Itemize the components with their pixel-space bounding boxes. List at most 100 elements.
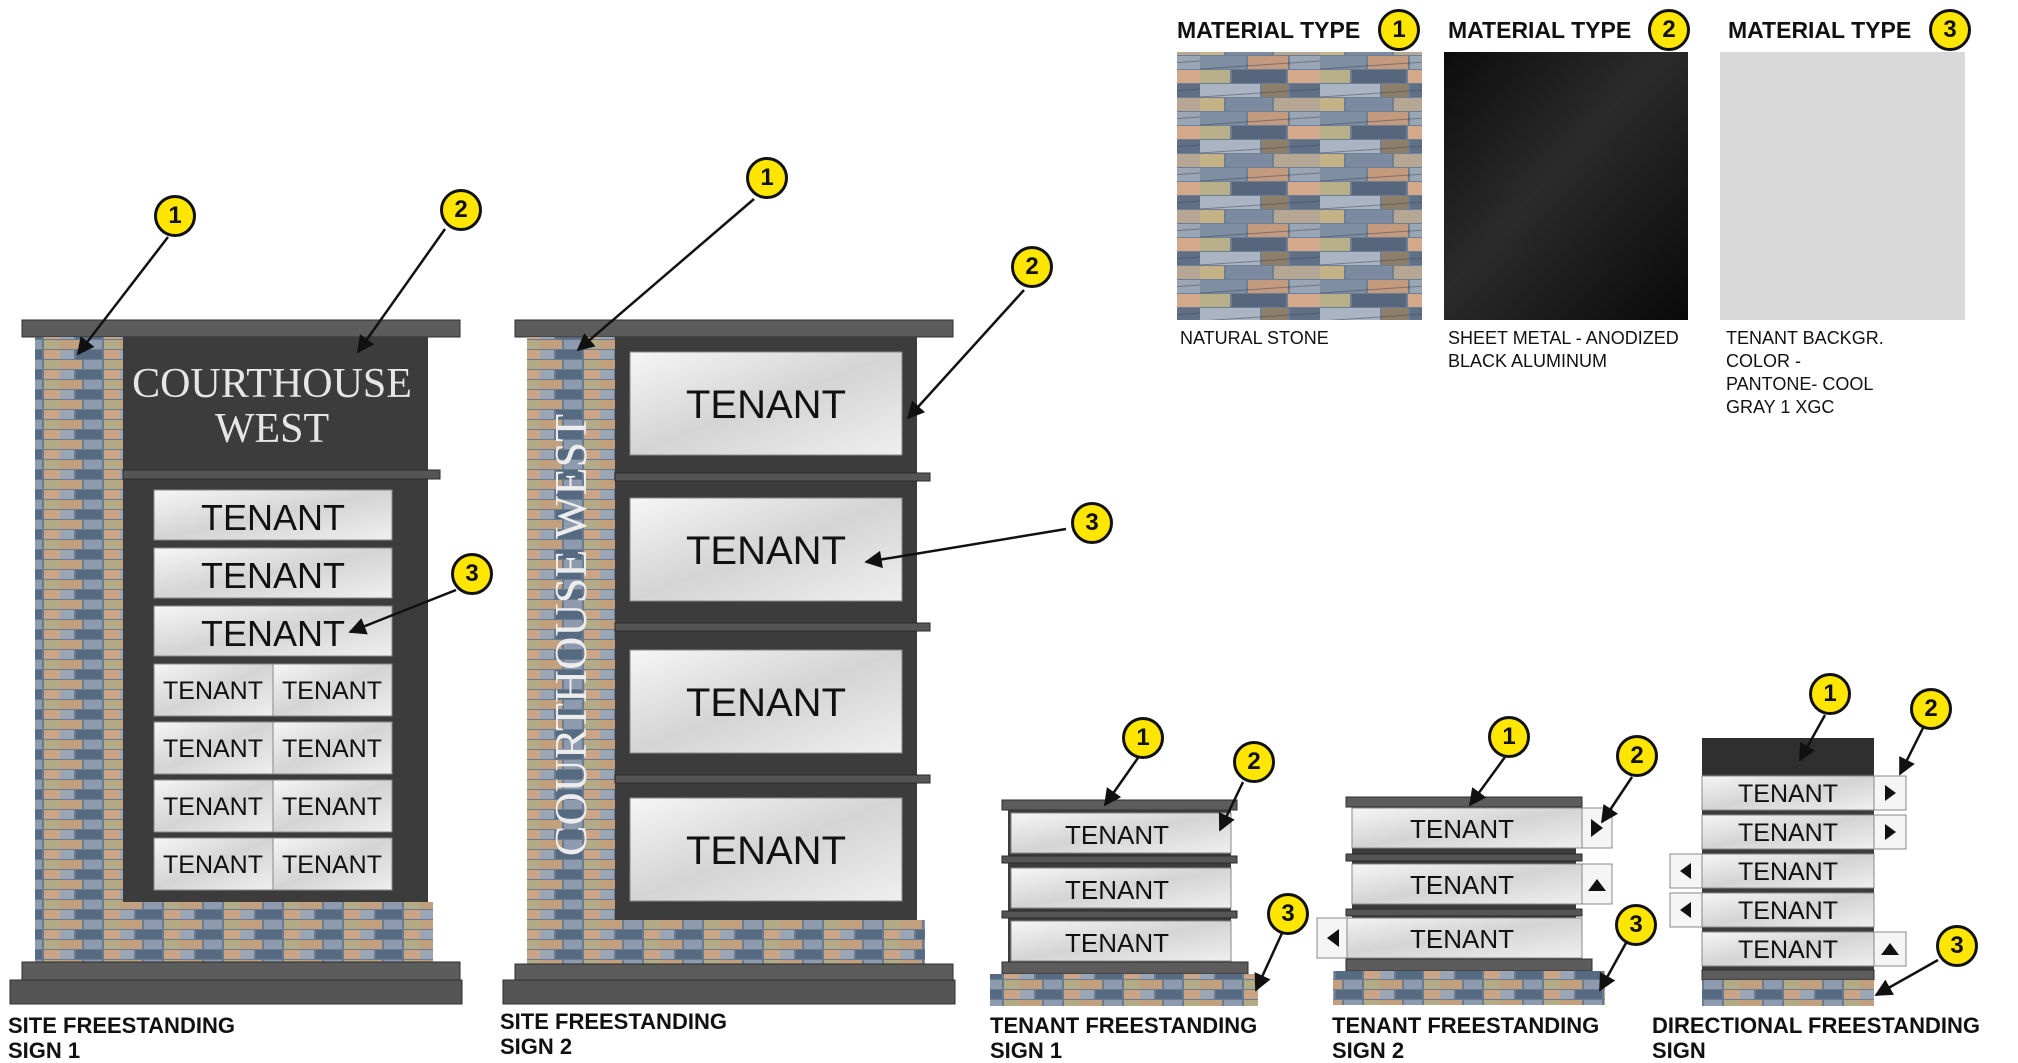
panel-label: TENANT — [1065, 875, 1169, 905]
material-2-badge: 2 — [1648, 9, 1690, 51]
tenant-panel — [1010, 812, 1232, 854]
callout-1: 1 — [746, 157, 788, 199]
directional-freestanding-sign: TENANT TENANT TENANT TENANT TENANT — [1669, 738, 1907, 1006]
panel-label: TENANT — [163, 851, 263, 879]
material-2-description: SHEET METAL - ANODIZED BLACK ALUMINUM — [1448, 327, 1679, 373]
tenant-panel — [629, 649, 903, 754]
tenant-panel — [272, 779, 393, 833]
material-1-description: NATURAL STONE — [1180, 327, 1329, 350]
arrow-right-icon — [1885, 824, 1896, 840]
label-line: DIRECTIONAL FREESTANDING — [1652, 1013, 1980, 1038]
callout-1: 1 — [154, 195, 196, 237]
desc-line: NATURAL STONE — [1180, 328, 1329, 348]
leader-line — [906, 289, 1025, 420]
leader-line — [1598, 942, 1628, 992]
panel-label: TENANT — [163, 793, 263, 821]
black-aluminum-swatch — [1444, 52, 1688, 320]
leader-line — [1254, 930, 1285, 992]
arrow-left-icon — [1680, 863, 1691, 879]
tenant-panel — [153, 837, 274, 891]
tenant-freestanding-sign-1: TENANT TENANT TENANT — [990, 799, 1258, 1006]
plinth — [1001, 961, 1249, 975]
arrow-right-icon — [1591, 819, 1603, 837]
desc-line: COLOR - — [1726, 351, 1802, 371]
tenant-panel — [1316, 917, 1583, 959]
panel-label: TENANT — [1738, 858, 1838, 886]
site-freestanding-sign-1: COURTHOUSE WEST TENANT TENANT TENANT TEN… — [9, 319, 463, 1005]
cap — [1345, 796, 1583, 808]
material-type-3-title: MATERIAL TYPE — [1728, 17, 1912, 43]
panel-label: TENANT — [1738, 819, 1838, 847]
label-line: SITE FREESTANDING — [8, 1013, 235, 1038]
tenant-panel — [1010, 867, 1232, 909]
plinth — [1345, 958, 1593, 972]
label-line: TENANT FREESTANDING — [990, 1013, 1258, 1038]
metal-head — [1702, 738, 1874, 774]
material-legend — [1177, 52, 1965, 320]
callout-3: 3 — [451, 553, 493, 595]
panel-label: TENANT — [686, 681, 846, 725]
ledge — [614, 622, 931, 632]
panel-label: TENANT — [282, 851, 382, 879]
ledge — [1345, 853, 1583, 862]
desc-line: TENANT BACKGR. — [1726, 328, 1884, 348]
ledge — [1001, 855, 1238, 864]
stone-base — [1702, 980, 1874, 1006]
leader-line — [1798, 714, 1827, 762]
desc-line: SHEET METAL - ANODIZED — [1448, 328, 1679, 348]
site-sign-1-label: SITE FREESTANDING SIGN 1 — [8, 1013, 235, 1063]
cool-gray-swatch — [1720, 52, 1965, 320]
callout-1: 1 — [1122, 717, 1164, 759]
panel-label: TENANT — [1738, 897, 1838, 925]
stone-column — [527, 337, 615, 927]
panel-label: TENANT — [1410, 870, 1514, 900]
leader-line — [576, 198, 755, 352]
plinth — [1701, 969, 1875, 981]
stone-base — [35, 902, 433, 962]
cap — [1001, 799, 1238, 811]
panel-label: TENANT — [201, 497, 345, 538]
label-line: SIGN 1 — [990, 1038, 1063, 1063]
tenant-freestanding-sign-2: TENANT TENANT TENANT — [1316, 796, 1613, 1005]
panel-label: TENANT — [201, 555, 345, 596]
tenant-panel — [1351, 863, 1583, 905]
site-freestanding-sign-2: TENANT TENANT TENANT TENANT COURTHOUSE W… — [502, 319, 956, 1005]
callout-2: 2 — [1233, 741, 1275, 783]
desc-line: BLACK ALUMINUM — [1448, 351, 1608, 371]
site-name-line1: COURTHOUSE — [132, 361, 412, 407]
directional-sign-label: DIRECTIONAL FREESTANDING SIGN — [1652, 1013, 1980, 1063]
ledge — [1001, 910, 1238, 919]
leader-line — [1874, 958, 1939, 997]
stone-base — [990, 974, 1258, 1006]
arrow-up-icon — [1881, 943, 1899, 955]
stone-column — [35, 337, 123, 902]
stone-base — [1333, 971, 1605, 1005]
footing — [9, 979, 463, 1005]
material-type-2-title: MATERIAL TYPE — [1448, 17, 1632, 43]
panel-label: TENANT — [282, 735, 382, 763]
ledge — [1345, 908, 1583, 917]
panel-label: TENANT — [201, 613, 345, 654]
desc-line: GRAY 1 XGC — [1726, 397, 1835, 417]
panel-label: TENANT — [1410, 924, 1514, 954]
leader-line — [1468, 756, 1507, 807]
plinth — [21, 961, 461, 981]
callout-leaders — [76, 198, 1939, 997]
tenant-panel — [153, 663, 274, 717]
material-3-badge: 3 — [1929, 9, 1971, 51]
tenant-sign-2-label: TENANT FREESTANDING SIGN 2 — [1332, 1013, 1599, 1063]
panel-label: TENANT — [686, 529, 846, 573]
tenant-panel — [153, 779, 274, 833]
site-sign-2-label: SITE FREESTANDING SIGN 2 — [500, 1009, 727, 1059]
panel-label: TENANT — [686, 383, 846, 427]
material-type-1-title: MATERIAL TYPE — [1177, 17, 1361, 43]
callout-1: 1 — [1488, 716, 1530, 758]
ledge — [614, 774, 931, 784]
leader-line — [1600, 776, 1634, 824]
callout-3: 3 — [1936, 925, 1978, 967]
tenant-panel — [1351, 807, 1583, 849]
panel-label: TENANT — [1738, 780, 1838, 808]
leader-line — [1218, 781, 1245, 832]
panel-label: TENANT — [1738, 936, 1838, 964]
